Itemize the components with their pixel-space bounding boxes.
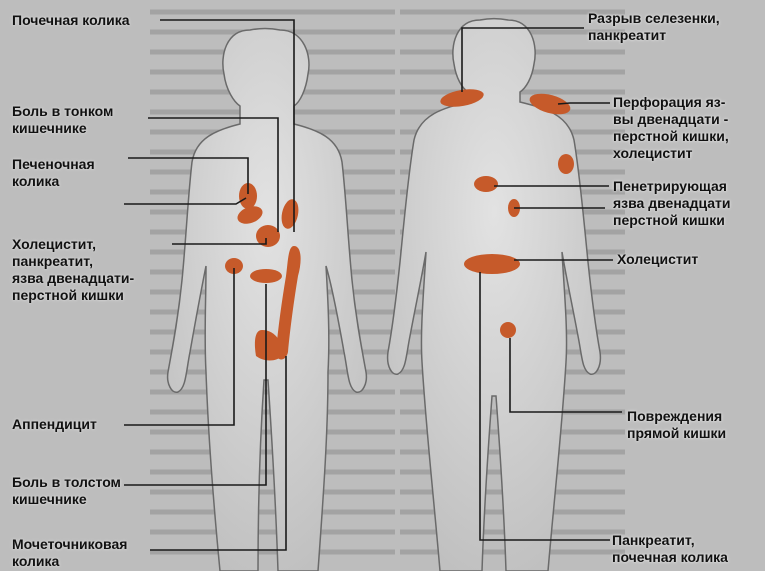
- label-ureteral-colic: Мочеточниковая колика: [12, 536, 127, 570]
- label-cholecystitis-pancreatitis-duodenal: Холецистит, панкреатит, язва двенадцати-…: [12, 236, 134, 304]
- label-spleen-rupture: Разрыв селезенки, панкреатит: [588, 10, 720, 44]
- pain-area-umbilical: [250, 269, 282, 283]
- label-penetrating-ulcer: Пенетрирующая язва двенадцати перстной к…: [613, 178, 730, 229]
- label-rectal-injury: Повреждения прямой кишки: [627, 408, 726, 442]
- label-large-intestine-pain: Боль в толстом кишечнике: [12, 474, 121, 508]
- label-pancreatitis-renal-colic: Панкреатит, почечная колика: [612, 532, 728, 566]
- label-duodenal-perforation: Перфорация яз- вы двенадцати - перстной …: [613, 94, 729, 162]
- pain-area-right-scapula: [558, 154, 574, 174]
- label-cholecystitis: Холецистит: [617, 251, 698, 268]
- label-small-intestine-pain: Боль в тонком кишечнике: [12, 103, 113, 137]
- pain-area-lumbar: [464, 254, 520, 274]
- label-appendicitis: Аппендицит: [12, 416, 97, 433]
- label-hepatic-colic: Печеночная колика: [12, 156, 95, 190]
- pain-area-mid-back: [474, 176, 498, 192]
- label-renal-colic: Почечная колика: [12, 12, 130, 29]
- back-body-figure: [388, 19, 601, 571]
- pain-area-sacral: [500, 322, 516, 338]
